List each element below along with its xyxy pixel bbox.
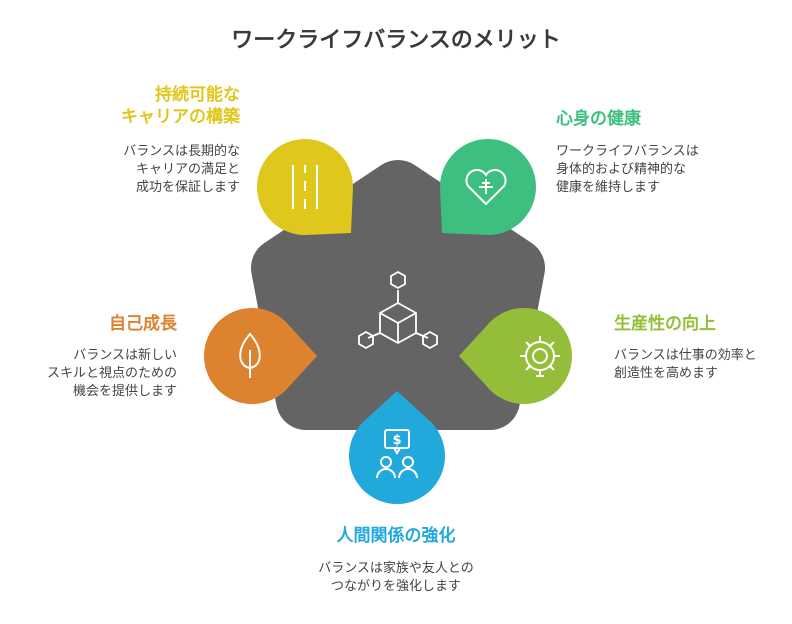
drop-yellow — [257, 139, 353, 235]
people-chat-icon — [376, 429, 418, 479]
tree-icon — [239, 332, 261, 378]
dollar-sign: $ — [392, 433, 401, 448]
heading-productivity: 生産性の向上 — [614, 314, 716, 334]
desc-self-growth: バランスは新しい スキルと視点のための 機会を提供します — [46, 348, 177, 399]
gear-bulb-icon — [520, 336, 560, 377]
heart-plus-icon — [465, 168, 507, 206]
desc-sustainable-career: バランスは長期的な キャリアの満足と 成功を保証します — [123, 144, 240, 195]
heading-relationships: 人間関係の強化 — [336, 526, 456, 546]
heading-self-growth: 自己成長 — [109, 314, 177, 334]
desc-health: ワークライフバランスは 身体的および精神的な 健康を維持します — [556, 144, 699, 195]
road-icon — [292, 165, 318, 209]
heading-sustainable-career: 持続可能な キャリアの構築 — [121, 85, 240, 127]
network-cube-icon — [358, 270, 438, 350]
diagram-title: ワークライフバランスのメリット — [231, 28, 561, 53]
desc-productivity: バランスは仕事の効率と 創造性を高めます — [614, 348, 757, 381]
heading-health: 心身の健康 — [556, 109, 641, 129]
desc-relationships: バランスは家族や友人との つながりを強化します — [318, 561, 474, 594]
